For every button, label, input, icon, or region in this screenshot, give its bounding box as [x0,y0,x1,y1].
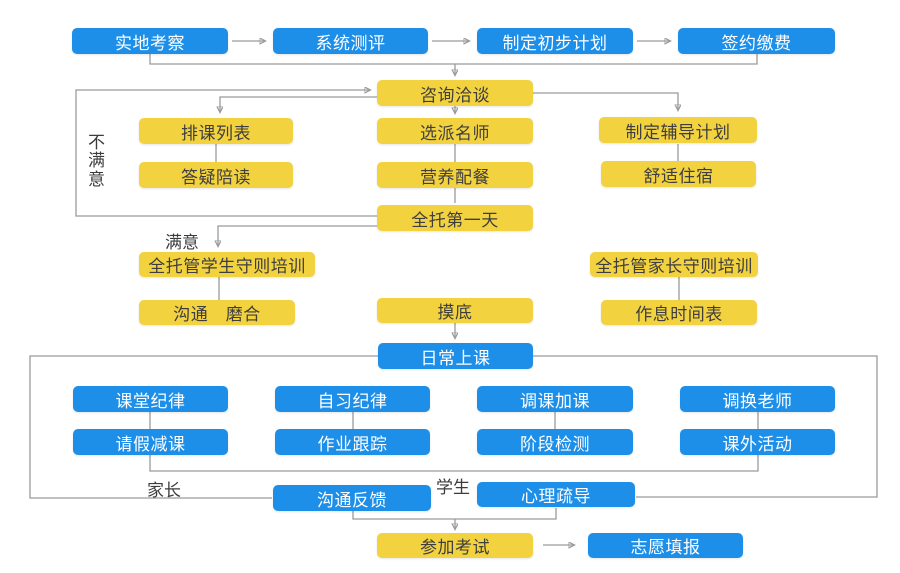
node-tutoring-plan: 制定辅导计划 [599,117,757,143]
connector-counsel-merge [455,508,557,520]
node-comm-feedback: 沟通反馈 [273,485,431,511]
node-select-teacher: 选派名师 [377,118,533,144]
connector-consult-courselist [220,96,377,112]
node-comm-adjust: 沟通 磨合 [139,300,295,325]
node-extracurricular: 课外活动 [680,429,835,455]
connector-feedback-merge [352,511,455,520]
connector-toprow-fork [149,54,758,65]
node-initial-plan: 制定初步计划 [477,28,633,54]
connector-grid-verticals [149,412,759,429]
connector-unsatisfied-loop [75,90,377,217]
connector-consult-tutoringplan [533,92,678,110]
label-student: 学生 [436,478,470,498]
node-first-day: 全托第一天 [377,205,533,231]
node-adjust-class: 调课加课 [477,386,633,412]
node-assessment: 摸底 [377,298,533,323]
connector-dailyclass-student-loop [533,355,878,498]
node-parent-rules: 全托管家长守则培训 [590,252,758,277]
node-psych-counsel: 心理疏导 [477,482,635,507]
node-selfstudy-discipline: 自习纪律 [275,386,430,412]
connector-rules-verticals [218,277,680,300]
node-system-eval: 系统测评 [273,28,428,54]
node-homework-track: 作业跟踪 [275,429,430,455]
connector-grid-u [149,455,759,472]
node-nutrition: 营养配餐 [377,162,533,188]
node-stage-test: 阶段检测 [477,429,633,455]
node-daily-class: 日常上课 [378,343,533,369]
node-qa-accompany: 答疑陪读 [139,162,293,188]
node-student-rules: 全托管学生守则培训 [139,252,315,277]
connector-dailyclass-parent-loop [29,355,378,499]
label-unsatisfied: 不满意 [88,133,105,190]
node-class-discipline: 课堂纪律 [73,386,228,412]
node-timetable: 作息时间表 [601,300,757,325]
node-consult: 咨询洽谈 [377,80,533,106]
label-satisfied: 满意 [165,233,199,253]
node-change-teacher: 调换老师 [680,386,835,412]
node-take-exam: 参加考试 [377,533,533,558]
node-course-list: 排课列表 [139,118,293,144]
node-volunteer-fill: 志愿填报 [588,533,743,558]
node-sign-pay: 签约缴费 [678,28,835,54]
node-comfy-stay: 舒适住宿 [601,161,756,187]
connector-tier2-verticals [215,144,679,162]
node-site-visit: 实地考察 [72,28,228,54]
node-leave-reduce: 请假减课 [73,429,228,455]
connector-satisfied [218,225,377,246]
label-parent: 家长 [147,481,181,501]
